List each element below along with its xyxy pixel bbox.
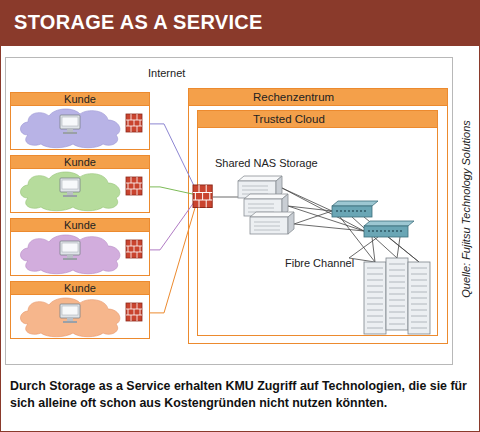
caption-text: Durch Storage as a Service erhalten KMU … [10, 378, 472, 412]
box-heading: Trusted Cloud [198, 111, 437, 128]
fibre-wire [349, 237, 419, 262]
client-firewall [126, 240, 142, 258]
nas-unit [238, 176, 282, 198]
rack-server [408, 262, 430, 334]
wiring [213, 188, 419, 262]
source-note: Quelle: Fujitsu Technology Solutions [460, 79, 472, 339]
diagram-frame [6, 58, 453, 365]
title-text: STORAGE AS A SERVICE [14, 11, 263, 34]
box-heading: Kunde [11, 93, 149, 106]
network-label: Internet [148, 67, 185, 79]
box-heading: Kunde [11, 219, 149, 232]
wire [294, 211, 364, 231]
nas-unit [250, 212, 294, 234]
datacenter-box: RechenzentrumTrusted Cloud [188, 88, 448, 344]
client-cloud [21, 235, 120, 274]
client-firewall [126, 114, 142, 132]
client-box: Kunde [10, 218, 150, 276]
client-cloud [21, 172, 120, 211]
network-link [150, 124, 197, 192]
rack-server [386, 258, 408, 330]
client-server-icon [60, 304, 80, 323]
switch-ports [336, 210, 368, 211]
switch-front [364, 226, 408, 237]
switch-top [364, 221, 414, 226]
client-server-icon [60, 178, 80, 197]
client-box: Kunde [10, 281, 150, 339]
client-firewall [126, 177, 142, 195]
nas-unit [244, 194, 288, 216]
rack-server [364, 262, 386, 334]
client-firewall [126, 303, 142, 321]
component-label: Fibre Channel [285, 257, 354, 269]
network-link [150, 187, 197, 195]
trusted-cloud-box: Trusted Cloud [197, 110, 438, 336]
wire [288, 206, 364, 231]
datacenter-firewall [193, 185, 212, 208]
title-band: STORAGE AS A SERVICE [0, 0, 480, 46]
switch-top [332, 201, 378, 206]
box-heading: Kunde [11, 156, 149, 169]
component-label: Shared NAS Storage [215, 157, 318, 169]
switch [332, 201, 378, 217]
client-box: Kunde [10, 92, 150, 150]
box-heading: Rechenzentrum [189, 89, 447, 106]
switch-front [332, 206, 372, 217]
client-cloud [21, 109, 120, 148]
client-server-icon [60, 115, 80, 134]
wire [213, 197, 244, 198]
network-link [150, 201, 197, 313]
switch [364, 221, 414, 237]
switch-ports [368, 230, 404, 231]
client-box: Kunde [10, 155, 150, 213]
box-heading: Kunde [11, 282, 149, 295]
fibre-wire [340, 217, 419, 262]
client-server-icon [60, 241, 80, 260]
client-cloud [21, 298, 120, 337]
firewall-icon [193, 185, 212, 208]
wire [282, 188, 364, 231]
